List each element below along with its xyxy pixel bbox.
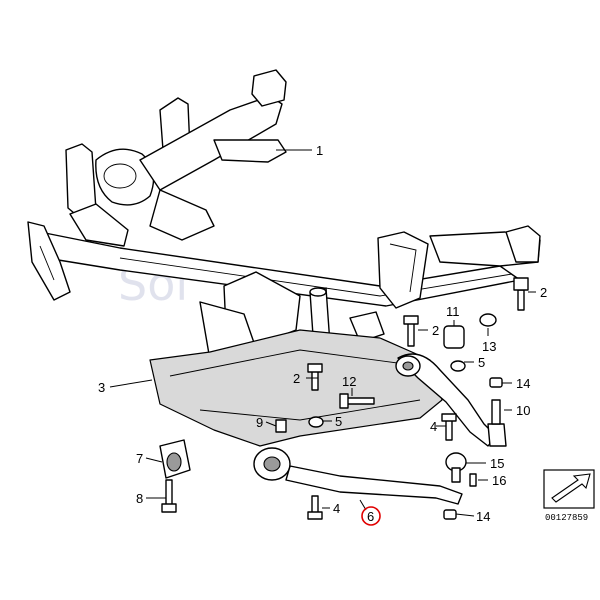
callout-4-a: 4 [430, 419, 437, 434]
subframe-assembly [27, 69, 541, 387]
callout-3: 3 [98, 380, 105, 395]
callout-9: 9 [256, 415, 263, 430]
diagram-reference-number: 00127859 [545, 513, 588, 523]
callout-16: 16 [492, 473, 506, 488]
callout-2-b: 2 [432, 323, 439, 338]
orientation-box: 00127859 [543, 469, 595, 523]
control-arm-upper [395, 353, 507, 447]
callout-5-a: 5 [478, 355, 485, 370]
direction-arrow-icon [551, 473, 591, 503]
callout-11: 11 [446, 304, 460, 319]
callout-labels: 1 2 2 2 3 4 4 5 5 6 7 8 9 10 11 12 13 14… [98, 143, 547, 526]
callout-14-b: 14 [476, 509, 490, 524]
callout-7: 7 [136, 451, 143, 466]
callout-5-b: 5 [335, 414, 342, 429]
callout-2-c: 2 [293, 371, 300, 386]
callout-2-a: 2 [540, 285, 547, 300]
control-arm-lower [253, 447, 463, 505]
callout-4-b: 4 [333, 501, 340, 516]
callout-10: 10 [516, 403, 530, 418]
callout-1: 1 [316, 143, 323, 158]
callout-12: 12 [342, 374, 356, 389]
callout-8: 8 [136, 491, 143, 506]
callout-13: 13 [482, 339, 496, 354]
callout-6-highlight-ring [361, 506, 381, 526]
callout-14-a: 14 [516, 376, 530, 391]
callout-6: 6 [367, 509, 374, 524]
underbody-plate [149, 329, 443, 447]
small-parts [159, 277, 529, 520]
callout-15: 15 [490, 456, 504, 471]
